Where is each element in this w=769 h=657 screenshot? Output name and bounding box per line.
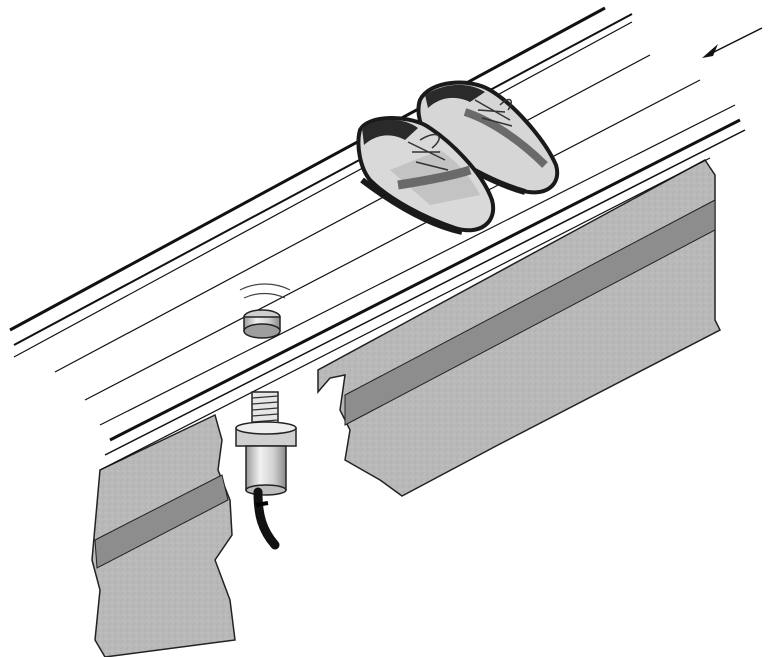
shoes-icon <box>356 80 560 235</box>
proximity-sensor-icon <box>235 309 297 550</box>
sensing-field-arcs <box>239 283 291 299</box>
shoe-rear <box>416 80 560 195</box>
shoe-front <box>356 116 496 235</box>
frame-right-section <box>317 159 722 497</box>
arrow-left-down-icon <box>702 27 763 58</box>
frame-left-section <box>91 413 236 657</box>
conveyor-belt <box>9 6 746 471</box>
